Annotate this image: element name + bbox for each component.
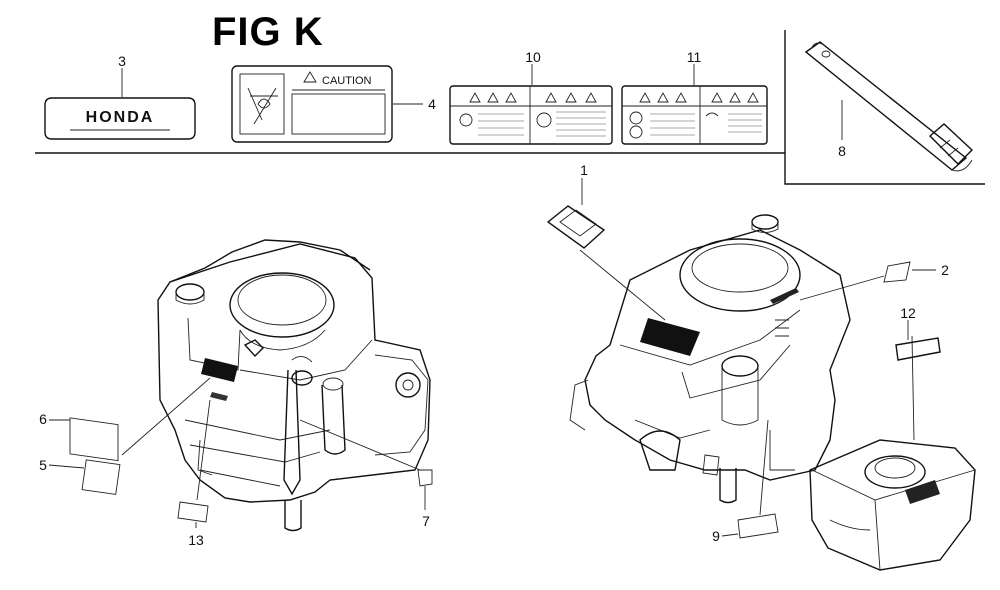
brand-emblem-text: HONDA [86, 109, 155, 126]
callout-11: 11 [687, 49, 702, 65]
warning-label-11 [621, 85, 768, 145]
figure-title: FIG K [212, 10, 324, 54]
left-leader-lines [48, 377, 433, 528]
callout-4: 4 [428, 96, 436, 112]
callout-13: 13 [188, 532, 204, 548]
callout-5: 5 [39, 457, 47, 473]
left-engine-drawing [157, 239, 431, 532]
plug-wrench-part [804, 41, 974, 172]
right-leader-lines [546, 178, 941, 539]
tool-box-border [784, 30, 985, 185]
callout-9: 9 [712, 528, 720, 544]
warning-label-10 [449, 85, 613, 145]
caution-label-part: CAUTION [231, 65, 393, 143]
callout-2: 2 [941, 262, 949, 278]
callout-8: 8 [838, 143, 846, 159]
callout-1: 1 [580, 162, 588, 178]
callout-12: 12 [900, 305, 916, 321]
callout-10: 10 [525, 49, 541, 65]
callout-3: 3 [118, 53, 126, 69]
air-cleaner-drawing [809, 335, 976, 571]
callout-7: 7 [422, 513, 430, 529]
brand-emblem-part: HONDA [44, 97, 196, 140]
callout-6: 6 [39, 411, 47, 427]
caution-text: CAUTION [322, 75, 372, 87]
right-engine-drawing [569, 214, 851, 504]
